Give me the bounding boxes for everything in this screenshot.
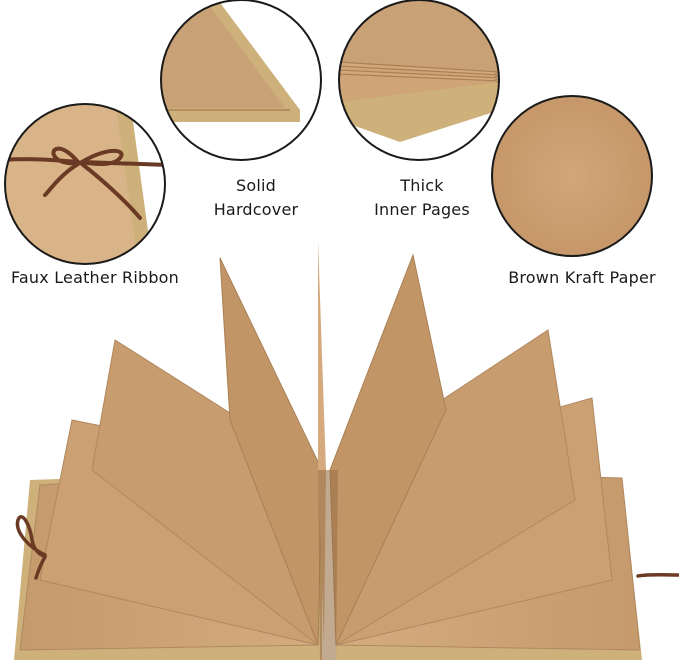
feature-label-line: Faux Leather Ribbon: [10, 268, 180, 287]
kraft-paper-detail-circle: [491, 95, 653, 257]
feature-label-hardcover: Solid Hardcover: [186, 174, 326, 222]
open-notebook: [14, 240, 679, 660]
feature-label-line: Hardcover: [213, 200, 299, 219]
hardcover-detail-circle: [160, 0, 322, 161]
ribbon-bow: [5, 146, 165, 220]
feature-label-line: Thick: [400, 176, 444, 195]
ribbon-right: [636, 573, 679, 578]
ribbon-detail-circle: [4, 103, 166, 265]
feature-label-line: Solid: [236, 176, 276, 195]
ribbon-left: [15, 515, 47, 580]
feature-label-line: Inner Pages: [374, 200, 470, 219]
feature-label-ribbon: Faux Leather Ribbon: [0, 266, 190, 290]
inner-pages-detail-circle: [338, 0, 500, 161]
feature-label-inner-pages: Thick Inner Pages: [352, 174, 492, 222]
feature-label-kraft-paper: Brown Kraft Paper: [492, 266, 672, 290]
feature-label-line: Brown Kraft Paper: [508, 268, 656, 287]
